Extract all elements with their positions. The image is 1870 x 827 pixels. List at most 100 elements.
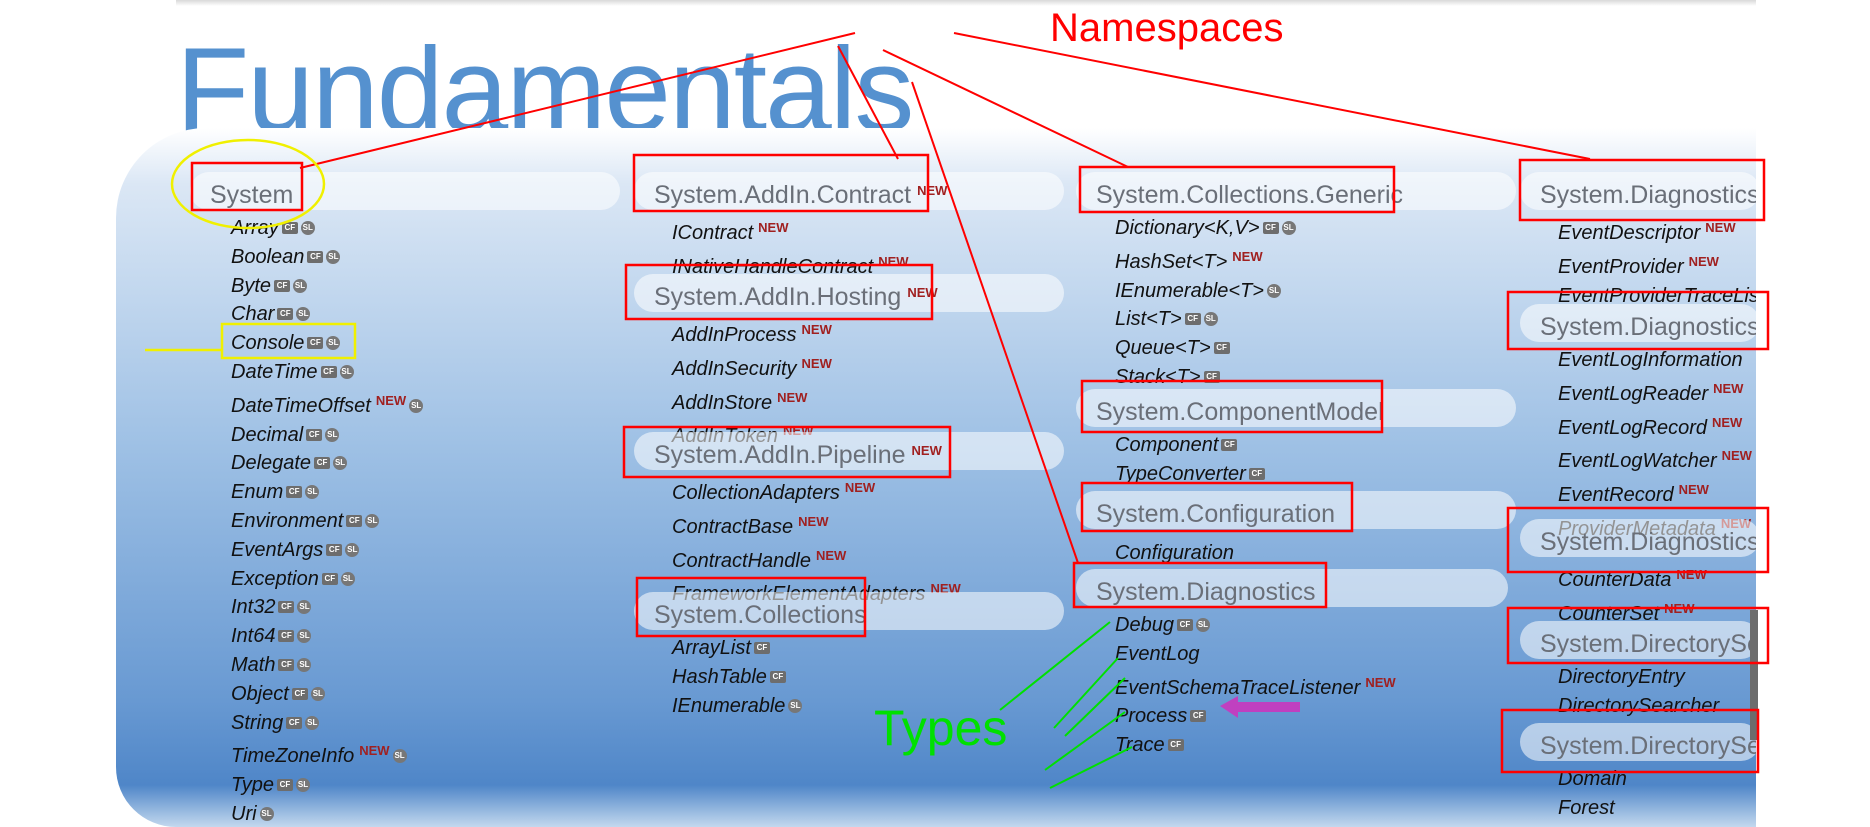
type-name: EventSchemaTraceListener — [1115, 676, 1361, 699]
namespace-header: System.DirectoryServ — [1520, 723, 1760, 761]
type-name: IEnumerable<T> — [1115, 279, 1264, 302]
sl-badge: SL — [788, 698, 803, 713]
type-name: ArrayList — [672, 637, 751, 659]
cf-badge: CF — [1262, 222, 1279, 234]
type-name: IContract — [672, 222, 754, 244]
cf-badge: CF — [321, 572, 338, 585]
namespace-pointer-lines — [299, 32, 1591, 564]
cf-badge: CF — [281, 222, 298, 234]
sl-badge: SL — [1203, 312, 1218, 327]
type-item: DirectorySearcher — [1558, 692, 1719, 721]
sl-badge: SL — [345, 542, 360, 557]
type-name: Trace — [1115, 734, 1165, 757]
scrollbar[interactable] — [1750, 610, 1758, 740]
cf-badge: CF — [1190, 710, 1207, 723]
type-list: Configuration — [1115, 539, 1234, 568]
type-name: Environment — [231, 509, 344, 532]
namespace-name: System.Configuration — [1096, 500, 1336, 528]
type-name: INativeHandleContract — [672, 255, 874, 278]
namespace-boxes — [190, 153, 1770, 774]
type-name: EventProvider — [1558, 255, 1684, 278]
type-name: Int32 — [231, 596, 276, 619]
cf-badge: CF — [1184, 313, 1201, 326]
new-badge: NEW — [1688, 253, 1719, 269]
new-badge: NEW — [1365, 674, 1396, 690]
namespace-header: System.Collections — [634, 592, 1064, 630]
cf-badge: CF — [307, 337, 324, 350]
type-name: Uri — [231, 802, 257, 825]
type-name: TimeZoneInfo — [231, 745, 355, 768]
new-badge: NEW — [758, 220, 789, 235]
namespace-name: System.Diagnostics — [1096, 578, 1316, 606]
namespace-name: System.Collections.Generic — [1096, 181, 1404, 209]
sl-badge: SL — [325, 427, 340, 442]
sl-badge: SL — [300, 221, 315, 235]
new-badge: NEW — [1721, 448, 1752, 464]
type-item: IEnumerable<T>SL — [1115, 277, 1296, 306]
pointer-line — [882, 49, 1129, 168]
cf-badge: CF — [320, 365, 337, 378]
sl-badge: SL — [1281, 221, 1296, 235]
type-name: Queue<T> — [1115, 337, 1211, 360]
type-name: CollectionAdapters — [672, 482, 840, 504]
highlight-box — [220, 322, 357, 360]
type-name: Decimal — [231, 423, 304, 446]
cf-badge: CF — [286, 486, 303, 499]
new-badge: NEW — [1678, 482, 1709, 498]
namespace-box — [1506, 290, 1770, 351]
type-name: Enum — [231, 481, 284, 504]
sl-badge: SL — [296, 307, 311, 322]
new-badge: NEW — [375, 392, 407, 408]
highlight-ellipse — [170, 138, 326, 230]
type-name: EventDescriptor — [1558, 222, 1701, 244]
cf-badge: CF — [278, 630, 295, 643]
pointer-line — [1049, 746, 1133, 789]
cf-badge: CF — [274, 279, 291, 292]
pointer-line — [1064, 677, 1126, 737]
new-badge: NEW — [798, 513, 829, 529]
namespace-name: System.AddIn.Hosting — [654, 283, 902, 311]
new-badge: NEW — [1232, 248, 1263, 264]
namespace-header: System — [190, 172, 620, 210]
namespace-name: System.DirectoryServ — [1540, 732, 1760, 760]
new-badge: NEW — [815, 547, 847, 563]
namespace-name: System.Diagnostics.E — [1540, 313, 1760, 341]
type-name: Dictionary<K,V> — [1115, 217, 1260, 239]
cf-badge: CF — [278, 658, 295, 671]
type-name: Component — [1115, 434, 1219, 456]
type-name: ContractHandle — [672, 549, 811, 572]
pointer-line — [911, 81, 1079, 564]
cf-badge: CF — [306, 428, 323, 441]
namespace-box — [190, 161, 304, 212]
new-badge: NEW — [844, 480, 876, 495]
cf-badge: CF — [326, 543, 343, 556]
type-name: String — [231, 711, 284, 734]
type-name: HashTable — [672, 665, 767, 688]
namespace-name: System.AddIn.Contract — [654, 181, 912, 209]
namespace-box — [1518, 158, 1766, 222]
namespace-name: System.Collections — [654, 601, 867, 629]
type-name: Process — [1115, 705, 1188, 728]
highlight-marks — [145, 138, 357, 360]
cf-badge: CF — [276, 779, 293, 792]
namespace-header: System.DirectoryServ — [1520, 621, 1760, 659]
namespace-box — [1072, 561, 1328, 609]
new-badge: NEW — [1705, 220, 1736, 235]
type-name: Type — [231, 774, 274, 797]
type-name: Boolean — [231, 245, 305, 268]
